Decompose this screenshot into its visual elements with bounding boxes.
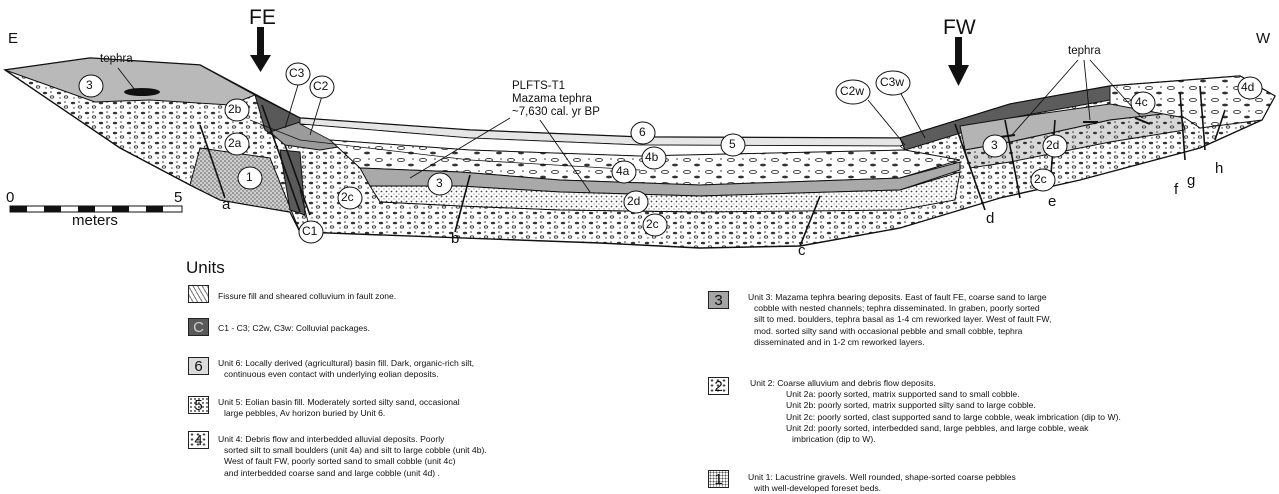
arrow-fw — [948, 37, 969, 86]
sample-annotation: PLFTS-T1 Mazama tephra ~7,630 cal. yr BP — [512, 80, 600, 119]
swatch-number: 1 — [714, 471, 722, 488]
fault-f: f — [1174, 181, 1178, 198]
legend-swatch-fissure — [188, 285, 209, 303]
legend-line: Unit 2b: poorly sorted, matrix supported… — [750, 400, 1121, 411]
legend-item-unit-1: Unit 1: Lacustrine gravels. Well rounded… — [748, 472, 1016, 494]
label-2d-mid: 2d — [627, 194, 640, 208]
legend-line: disseminated and in 1-2 cm reworked laye… — [748, 337, 1051, 348]
label-6: 6 — [639, 125, 646, 139]
legend-line: continuous even contact with underlying … — [218, 369, 474, 380]
label-4c: 4c — [1135, 95, 1148, 109]
legend-item-unit-3: Unit 3: Mazama tephra bearing deposits. … — [748, 292, 1051, 348]
swatch-number: 5 — [194, 397, 202, 414]
legend-swatch-unit-1: 1 — [708, 470, 729, 488]
legend-line: Unit 6: Locally derived (agricultural) b… — [218, 358, 474, 369]
legend-line: with well-developed foreset beds. — [748, 483, 1016, 494]
fault-fe-label: FE — [249, 6, 276, 30]
legend-swatch-unit-3: 3 — [708, 291, 729, 309]
fault-b: b — [451, 230, 459, 247]
tephra-label-west: tephra — [1068, 45, 1101, 58]
legend-line: sorted silt to small boulders (unit 4a) … — [218, 445, 487, 456]
legend-line: Unit 2d: poorly sorted, interbedded sand… — [750, 423, 1121, 434]
label-2c-mid: 2c — [646, 217, 659, 231]
legend-line: cobble with nested channels; tephra diss… — [748, 303, 1051, 314]
legend-item-colluvium: C1 - C3; C2w, C3w: Colluvial packages. — [218, 323, 370, 334]
legend-item-unit-2: Unit 2: Coarse alluvium and debris flow … — [750, 378, 1121, 445]
label-4b: 4b — [645, 150, 658, 164]
legend-swatch-unit-5: 5 — [188, 396, 209, 414]
legend-line: C1 - C3; C2w, C3w: Colluvial packages. — [218, 323, 370, 334]
sample-id: PLFTS-T1 — [512, 80, 600, 93]
label-c3w: C3w — [880, 75, 904, 89]
legend-item-unit-5: Unit 5: Eolian basin fill. Moderately so… — [218, 397, 460, 419]
tephra-lens-east — [124, 88, 160, 96]
label-5: 5 — [729, 137, 736, 151]
direction-east: E — [8, 30, 18, 47]
legend-line: Unit 3: Mazama tephra bearing deposits. … — [748, 292, 1051, 303]
swatch-number: 3 — [714, 292, 722, 309]
legend-line: Unit 2a: poorly sorted, matrix supported… — [750, 389, 1121, 400]
legend-line: Unit 2c: poorly sorted, clast supported … — [750, 412, 1121, 423]
legend-swatch-unit-2: 2 — [708, 377, 729, 395]
sample-age: ~7,630 cal. yr BP — [512, 106, 600, 119]
legend-line: West of fault FW, poorly sorted sand to … — [218, 456, 487, 467]
label-c1: C1 — [302, 224, 317, 238]
sample-name: Mazama tephra — [512, 93, 600, 106]
label-3-east: 3 — [86, 78, 93, 92]
label-4a: 4a — [616, 164, 629, 178]
label-2c-left: 2c — [341, 190, 354, 204]
label-4d: 4d — [1241, 80, 1254, 94]
label-2b: 2b — [228, 102, 241, 116]
label-2a: 2a — [228, 136, 241, 150]
legend-swatch-unit-4: 4 — [188, 431, 209, 449]
fault-c: c — [798, 242, 806, 259]
direction-west: W — [1256, 30, 1270, 47]
legend-line: large pebbles, Av horizon buried by Unit… — [218, 408, 460, 419]
label-c2: C2 — [313, 79, 328, 93]
legend-item-unit-4: Unit 4: Debris flow and interbedded allu… — [218, 434, 487, 479]
legend-line: mod. sorted silty sand with occasional p… — [748, 326, 1051, 337]
legend-title: Units — [186, 258, 225, 278]
label-c3: C3 — [289, 66, 304, 80]
scale-unit: meters — [72, 212, 118, 229]
label-3-west: 3 — [991, 138, 998, 152]
scale-five: 5 — [174, 189, 182, 206]
arrow-fe — [250, 27, 271, 72]
legend-line: and interbedded coarse sand and large co… — [218, 468, 487, 479]
fault-g: g — [1187, 172, 1195, 189]
legend-line: silt to med. boulders, tephra basal as 1… — [748, 314, 1051, 325]
label-2c-west: 2c — [1034, 172, 1047, 186]
fault-e: e — [1048, 193, 1056, 210]
fault-a: a — [222, 196, 230, 213]
legend-line: imbrication (dip to W). — [750, 434, 1121, 445]
fault-fw-label: FW — [943, 16, 976, 40]
legend-line: Unit 1: Lacustrine gravels. Well rounded… — [748, 472, 1016, 483]
legend-swatch-colluvium: C — [188, 318, 209, 336]
pointer-c3w — [900, 92, 925, 138]
legend-line: Unit 4: Debris flow and interbedded allu… — [218, 434, 487, 445]
legend-line: Unit 2: Coarse alluvium and debris flow … — [750, 378, 1121, 389]
scale-zero: 0 — [6, 189, 14, 206]
swatch-number: 2 — [714, 378, 722, 395]
label-1: 1 — [246, 170, 253, 184]
legend-swatch-unit-6: 6 — [188, 357, 209, 375]
tephra-label-east: tephra — [100, 53, 133, 66]
label-2d-west: 2d — [1046, 138, 1059, 152]
legend-line: Unit 5: Eolian basin fill. Moderately so… — [218, 397, 460, 408]
label-c2w: C2w — [840, 84, 864, 98]
swatch-letter: C — [193, 319, 204, 336]
label-3-mid: 3 — [436, 176, 443, 190]
legend-item-unit-6: Unit 6: Locally derived (agricultural) b… — [218, 358, 474, 380]
swatch-number: 6 — [194, 358, 202, 375]
legend-line: Fissure fill and sheared colluvium in fa… — [218, 291, 396, 302]
swatch-number: 4 — [194, 432, 202, 449]
fault-h: h — [1215, 160, 1223, 177]
legend-item-fissure: Fissure fill and sheared colluvium in fa… — [218, 291, 396, 302]
fault-d: d — [986, 210, 994, 227]
